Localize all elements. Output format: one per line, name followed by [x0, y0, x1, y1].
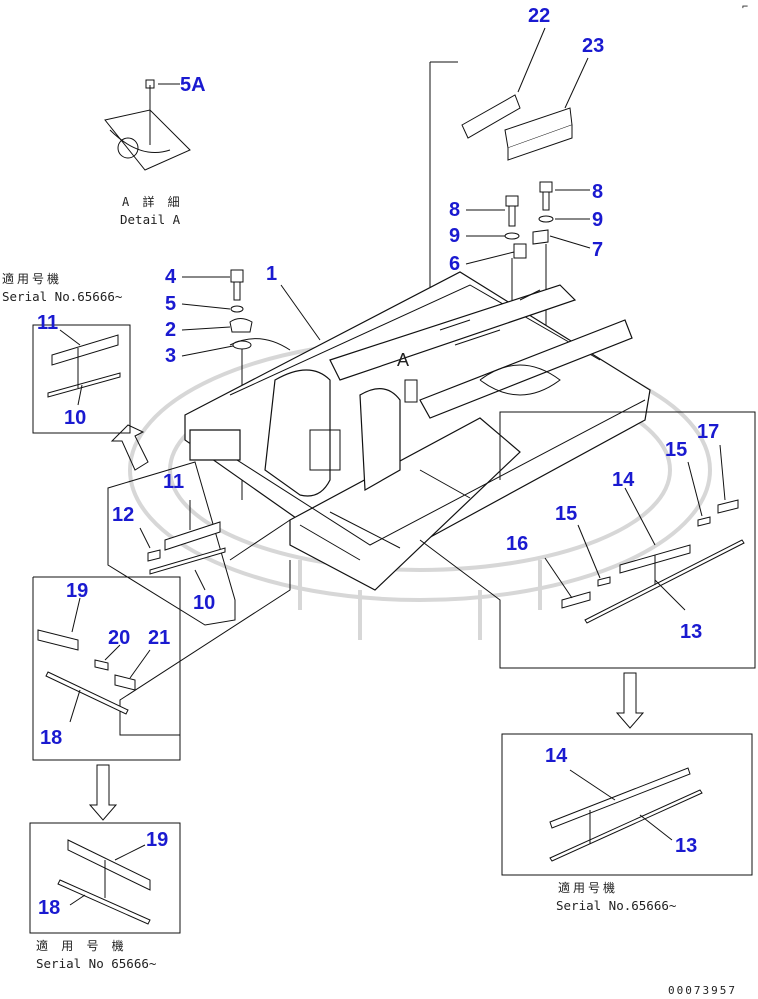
callout-13b: 13	[675, 835, 697, 857]
callout-5: 5	[165, 293, 176, 315]
callout-8b: 8	[592, 181, 603, 203]
callout-21: 21	[148, 627, 170, 649]
detail-a-label-en: Detail A	[120, 212, 181, 227]
callout-9a: 9	[449, 225, 460, 247]
callout-22: 22	[528, 5, 550, 27]
callout-6: 6	[449, 253, 460, 275]
callout-19a: 19	[66, 580, 88, 602]
callout-11a: 11	[37, 312, 58, 334]
callout-3: 3	[165, 345, 176, 367]
callout-23: 23	[582, 35, 604, 57]
bolt-group-6-9: 8 9 6 8 9 7	[449, 181, 603, 480]
arrow-down-right	[615, 672, 645, 729]
arrow-down-left	[88, 764, 118, 821]
callout-10b: 10	[193, 592, 215, 614]
callout-14b: 14	[545, 745, 568, 767]
serial-note-3-en: Serial No 65666~	[36, 956, 156, 971]
callout-8a: 8	[449, 199, 460, 221]
serial-note-2-jp: 適用号機	[558, 880, 618, 895]
group-11-10-top: 11 10 適用号機 Serial No.65666~	[2, 271, 131, 434]
callout-1: 1	[266, 263, 277, 285]
callout-19b: 19	[146, 829, 168, 851]
detail-a-label-jp: A 詳 細	[122, 194, 183, 209]
callout-9b: 9	[592, 209, 603, 231]
group-18-21: 19 20 21 18	[32, 560, 291, 761]
drawing-number: 00073957	[668, 984, 737, 997]
callout-18b: 18	[38, 897, 60, 919]
callout-14a: 14	[612, 469, 635, 491]
callout-11b: 11	[163, 471, 184, 493]
plate-group-22-23: 22 23	[461, 5, 604, 161]
callout-15a: 15	[555, 503, 577, 525]
callout-17: 17	[697, 421, 719, 443]
group-13-17: 16 15 14 15 17 13	[419, 411, 756, 669]
revolving-frame: A 1	[184, 263, 651, 591]
group-13-14-lower: 14 13 適用号機 Serial No.65666~	[501, 733, 753, 913]
callout-2: 2	[165, 319, 176, 341]
serial-note-1-en: Serial No.65666~	[2, 289, 122, 304]
callout-15b: 15	[665, 439, 687, 461]
group-18-19-lower: 19 18 適 用 号 機 Serial No 65666~	[29, 822, 181, 971]
serial-note-1-jp: 適用号機	[2, 271, 62, 286]
callout-13a: 13	[680, 621, 702, 643]
arrow-up	[110, 424, 149, 471]
group-11-12-10: 11 12 10	[107, 461, 291, 626]
corner-mark: ⌐	[742, 2, 748, 13]
serial-note-2-en: Serial No.65666~	[556, 898, 676, 913]
callout-4: 4	[165, 266, 177, 288]
callout-20: 20	[108, 627, 130, 649]
serial-note-3-jp: 適 用 号 機	[36, 938, 127, 953]
callout-5a: 5A	[180, 74, 206, 96]
detail-a: 5A A 詳 細 Detail A	[104, 74, 206, 227]
callout-16: 16	[506, 533, 528, 555]
view-marker-a: A	[397, 350, 409, 370]
callout-12: 12	[112, 504, 134, 526]
callout-7: 7	[592, 239, 603, 261]
callout-10a: 10	[64, 407, 86, 429]
callout-18a: 18	[40, 727, 62, 749]
